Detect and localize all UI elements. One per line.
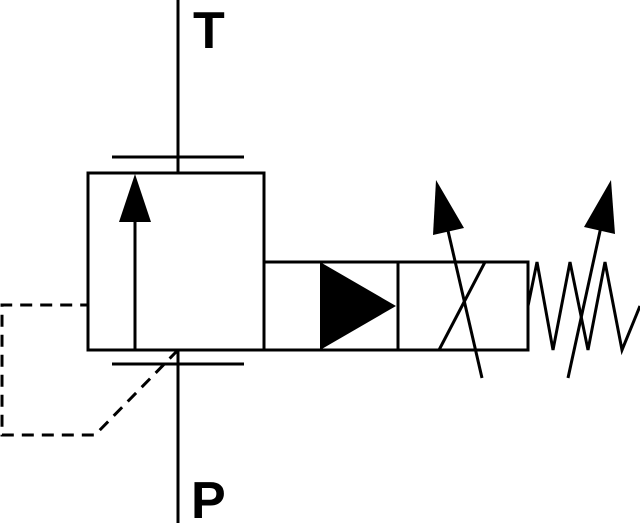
pilot-line: [0, 303, 180, 437]
solenoid-triangle-icon: [320, 262, 396, 350]
variable-arrow-head-2-icon: [584, 180, 615, 234]
proportional-diagonal: [437, 261, 487, 351]
port-label-tank: T: [193, 2, 225, 60]
variable-arrow-shaft-1: [444, 221, 484, 379]
valve-envelope: [86, 171, 266, 352]
spring-icon: [526, 261, 640, 356]
flow-arrow-head: [119, 174, 151, 222]
port-label-pressure: P: [191, 472, 226, 523]
variable-arrow-shaft-2: [566, 221, 604, 379]
variable-arrow-head-1-icon: [433, 180, 464, 235]
